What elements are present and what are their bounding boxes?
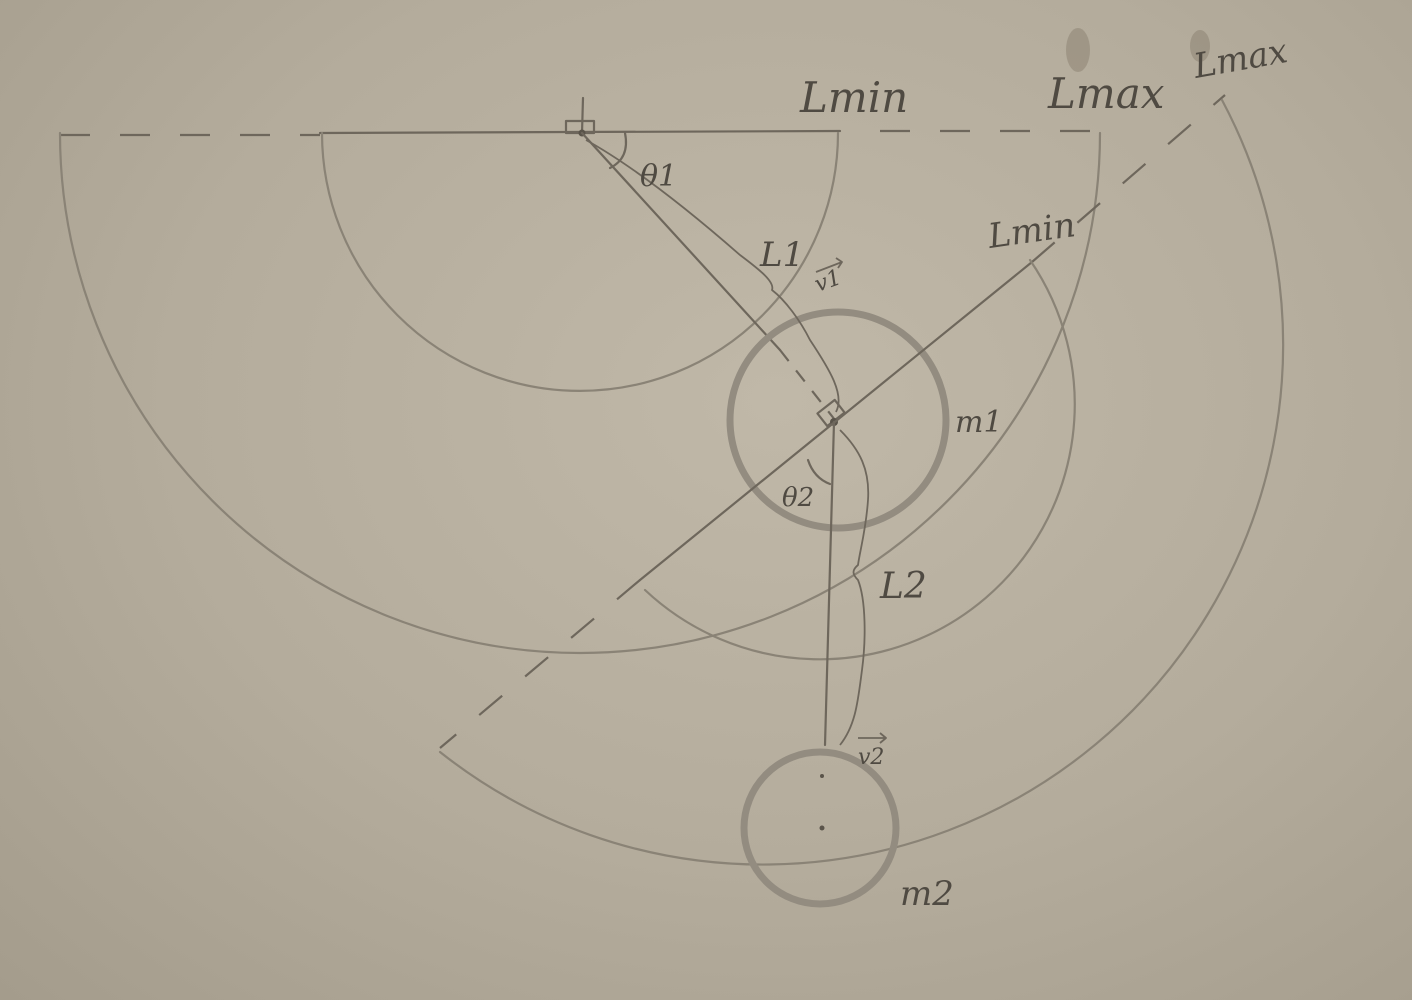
arc-l-max-pivot — [58, 131, 1102, 655]
smudge — [1066, 28, 1090, 72]
mass-2 — [740, 748, 900, 908]
label-m1: m1 — [955, 405, 1003, 440]
label-v2: v2 — [858, 745, 884, 770]
label-theta2: θ2 — [782, 483, 814, 513]
v1-arrow — [815, 257, 843, 273]
rod-1-dashed — [779, 349, 836, 421]
label-l-min-top: Lmin — [799, 73, 908, 122]
label-v1: v1 — [812, 265, 845, 298]
mass-2-top-point — [820, 774, 824, 778]
label-l2: L2 — [879, 566, 927, 607]
diagonal-reference-line — [439, 94, 1226, 749]
pivot-mount — [564, 96, 596, 137]
arc-l-min-joint — [643, 258, 1076, 661]
label-l-max-top: Lmax — [1047, 69, 1165, 118]
label-l1: L1 — [759, 235, 804, 275]
v2-arrow — [858, 732, 887, 744]
brace-l2 — [839, 429, 870, 746]
brace-l1 — [585, 139, 840, 413]
label-theta1: θ1 — [640, 159, 677, 194]
arc-l-max-joint — [438, 98, 1285, 866]
label-l-min-diagonal: Lmin — [985, 205, 1078, 257]
joint-marker — [816, 398, 846, 428]
arc-l-min-pivot — [320, 131, 840, 393]
rod-1 — [580, 131, 782, 352]
theta2-angle-arc — [806, 458, 832, 486]
theta1-angle-arc — [608, 131, 628, 170]
rod-2 — [823, 420, 836, 747]
label-m2: m2 — [900, 874, 954, 914]
mass-1 — [726, 308, 950, 532]
smudge — [1190, 30, 1210, 62]
mass-2-center — [819, 825, 825, 831]
